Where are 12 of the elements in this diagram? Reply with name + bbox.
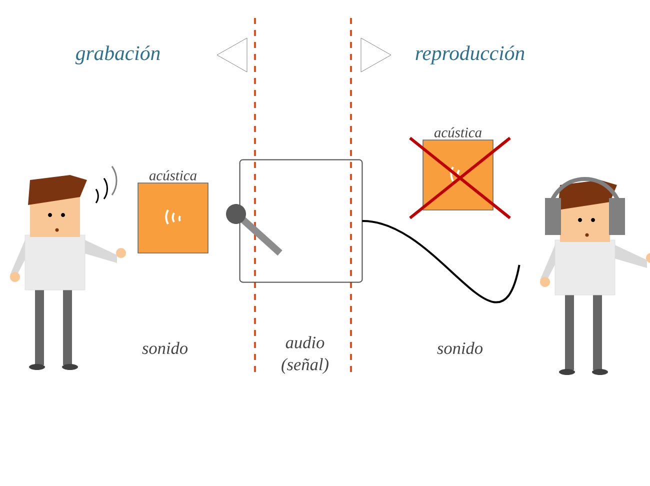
node-label: acústica [434, 127, 482, 138]
person-drawing [540, 177, 650, 375]
cable [362, 220, 520, 304]
caption-text: audio (señal) [282, 336, 328, 374]
caption-text: sonido [142, 342, 188, 354]
person-drawing [10, 175, 126, 370]
microphone-box [226, 159, 363, 283]
caption-text: grabación [75, 46, 160, 64]
caption-text: reproducción [416, 46, 524, 64]
acoustic-box: acústica [138, 170, 208, 254]
node-label: acústica [149, 170, 196, 180]
caption-text: sonido [437, 342, 483, 354]
